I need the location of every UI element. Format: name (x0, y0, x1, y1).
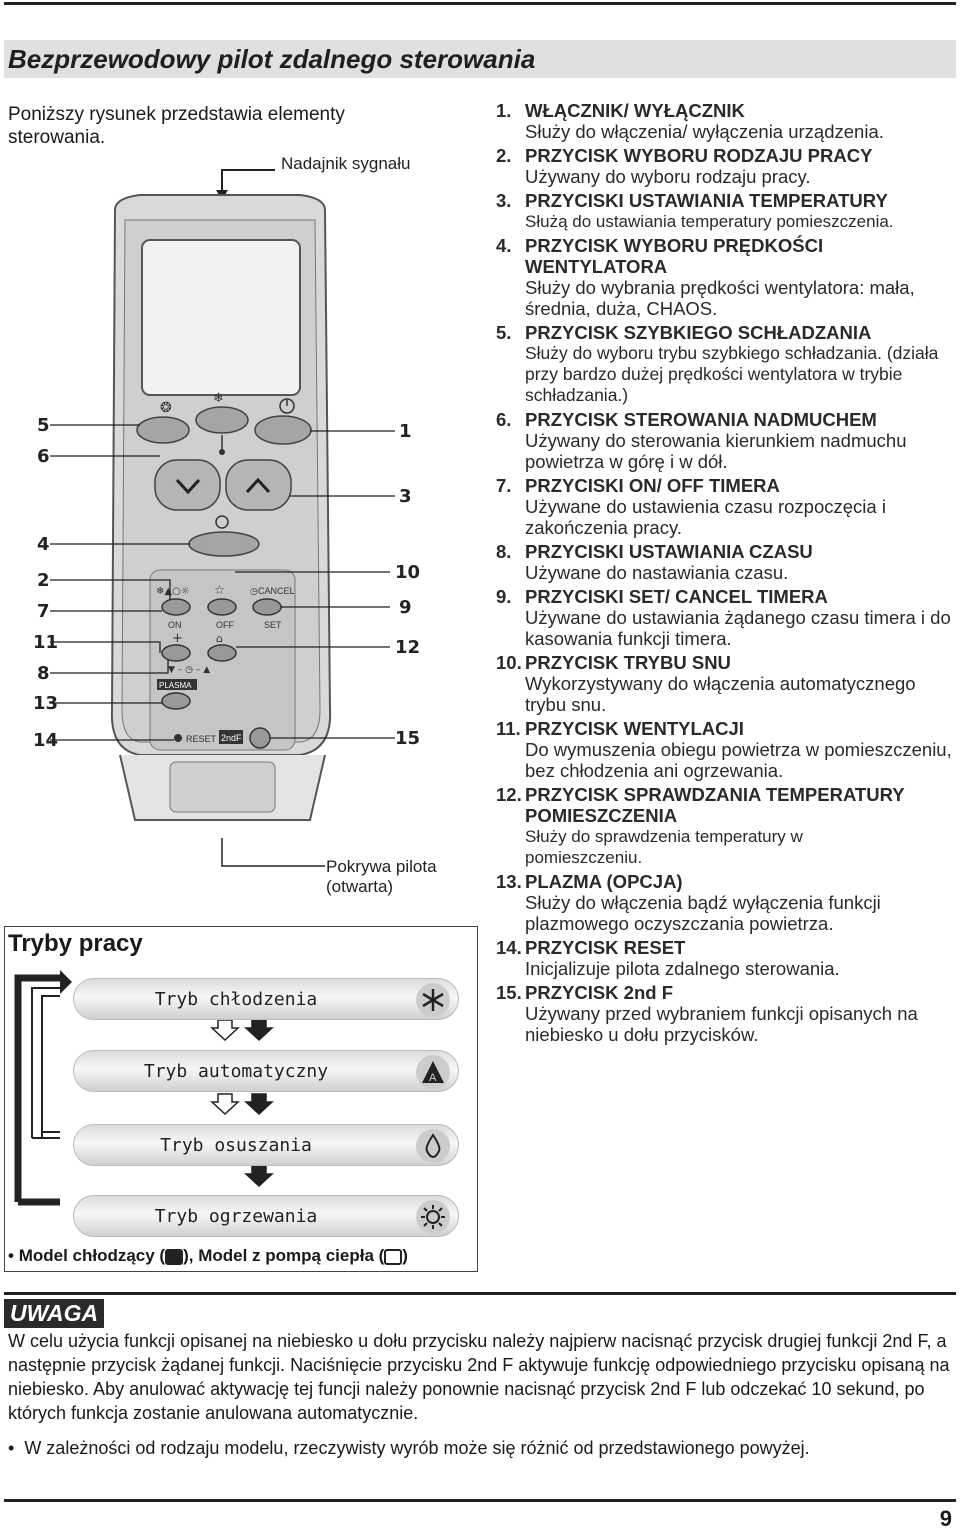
callout-6: 6 (37, 446, 50, 467)
svg-text:A: A (429, 1072, 437, 1084)
list-item: 13.PLAZMA (OPCJA)Służy do włączenia bądź… (496, 871, 881, 934)
remote-control-diagram: ❂ ❄ ❄▲○☼ ☆ ◷ CANCEL ON OFF SET + ⌂ ▼ – ◷… (50, 169, 395, 867)
callout-8: 8 (37, 663, 50, 684)
mode-flow-arrows (14, 970, 274, 1206)
svg-text:+: + (172, 631, 183, 646)
mode-dry-label: Tryb osuszania (160, 1135, 312, 1156)
svg-text:❂: ❂ (160, 400, 172, 416)
callout-5: 5 (37, 415, 50, 436)
uwaga-text: W celu użycia funkcji opisanej na niebie… (8, 1331, 950, 1423)
page-number: 9 (939, 1506, 952, 1531)
page-title: Bezprzewodowy pilot zdalnego sterowania (8, 44, 536, 74)
title-bar: Bezprzewodowy pilot zdalnego sterowania (4, 40, 956, 78)
callout-7: 7 (37, 601, 50, 622)
callout-13: 13 (33, 693, 59, 714)
plasma-text: PLASMA (159, 681, 192, 690)
cancel-label: ◷ (250, 587, 258, 597)
mode-heating-label: Tryb ogrzewania (154, 1206, 318, 1227)
callout-10: 10 (395, 562, 421, 583)
set-text: SET (264, 620, 282, 630)
modes-title: Tryby pracy (8, 930, 143, 957)
mode-auto-label: Tryb automatyczny (143, 1061, 329, 1082)
off-text: OFF (216, 620, 234, 630)
list-item: 12.PRZYCISK SPRAWDZANIA TEMPERATURY POMI… (496, 784, 905, 867)
cancel-text: CANCEL (258, 586, 295, 596)
variation-note: • W zależności od rodzaju modelu, rzeczy… (8, 1438, 810, 1459)
uwaga-label: UWAGA (4, 1299, 105, 1328)
drop-icon (416, 1129, 450, 1163)
svg-text:❄: ❄ (213, 391, 224, 406)
callout-15: 15 (395, 728, 421, 749)
on-text: ON (168, 620, 182, 630)
bullet-dot: • (8, 1438, 25, 1458)
auto-icon: A (416, 1055, 450, 1089)
models-note: • Model chłodzący ( ), Model z pompą ciep… (8, 1246, 408, 1266)
callout-9: 9 (399, 597, 412, 618)
svg-text:☆: ☆ (214, 583, 225, 597)
callout-2: 2 (37, 570, 50, 591)
snowflake-icon (416, 983, 450, 1017)
uwaga-rule (4, 1292, 956, 1295)
callout-3: 3 (399, 486, 412, 507)
bottom-rule (4, 1499, 956, 1502)
cooling-model-icon (165, 1248, 184, 1265)
callout-11: 11 (33, 632, 59, 653)
heatpump-model-icon (384, 1248, 403, 1265)
model-note-a: Model chłodzący ( (18, 1246, 166, 1265)
variation-note-text: W zależności od rodzaju modelu, rzeczywi… (24, 1438, 810, 1458)
mode-auto: Tryb automatyczny A (73, 1050, 459, 1092)
second-f-text: 2ndF (221, 733, 242, 743)
top-rule (4, 2, 956, 5)
callout-4: 4 (37, 534, 50, 555)
modes-box (4, 926, 478, 1272)
svg-text:▼ – ◷ – ▲: ▼ – ◷ – ▲ (168, 665, 210, 675)
reset-text: RESET (186, 734, 217, 744)
model-note-b: ), Model z pompą ciepła ( (183, 1246, 385, 1265)
sun-icon (416, 1200, 450, 1234)
model-note-c: ) (402, 1246, 408, 1265)
intro-text: Poniższy rysunek przedstawia elementy st… (8, 104, 345, 148)
callout-12: 12 (395, 637, 421, 658)
mode-cooling-label: Tryb chłodzenia (154, 989, 318, 1010)
svg-text:❄▲○☼: ❄▲○☼ (156, 586, 190, 597)
mode-heating: Tryb ogrzewania (73, 1195, 459, 1237)
mode-cooling: Tryb chłodzenia (73, 978, 459, 1020)
svg-text:⌂: ⌂ (216, 632, 223, 645)
callout-1: 1 (399, 421, 412, 442)
cover-label-line1: Pokrywa pilota (326, 857, 437, 876)
mode-dry: Tryb osuszania (73, 1124, 459, 1166)
transmitter-label: Nadajnik sygnału (281, 154, 411, 173)
bullet-dot: • (8, 1246, 19, 1265)
callout-14: 14 (33, 730, 59, 751)
cover-label-line2: (otwarta) (326, 877, 394, 896)
